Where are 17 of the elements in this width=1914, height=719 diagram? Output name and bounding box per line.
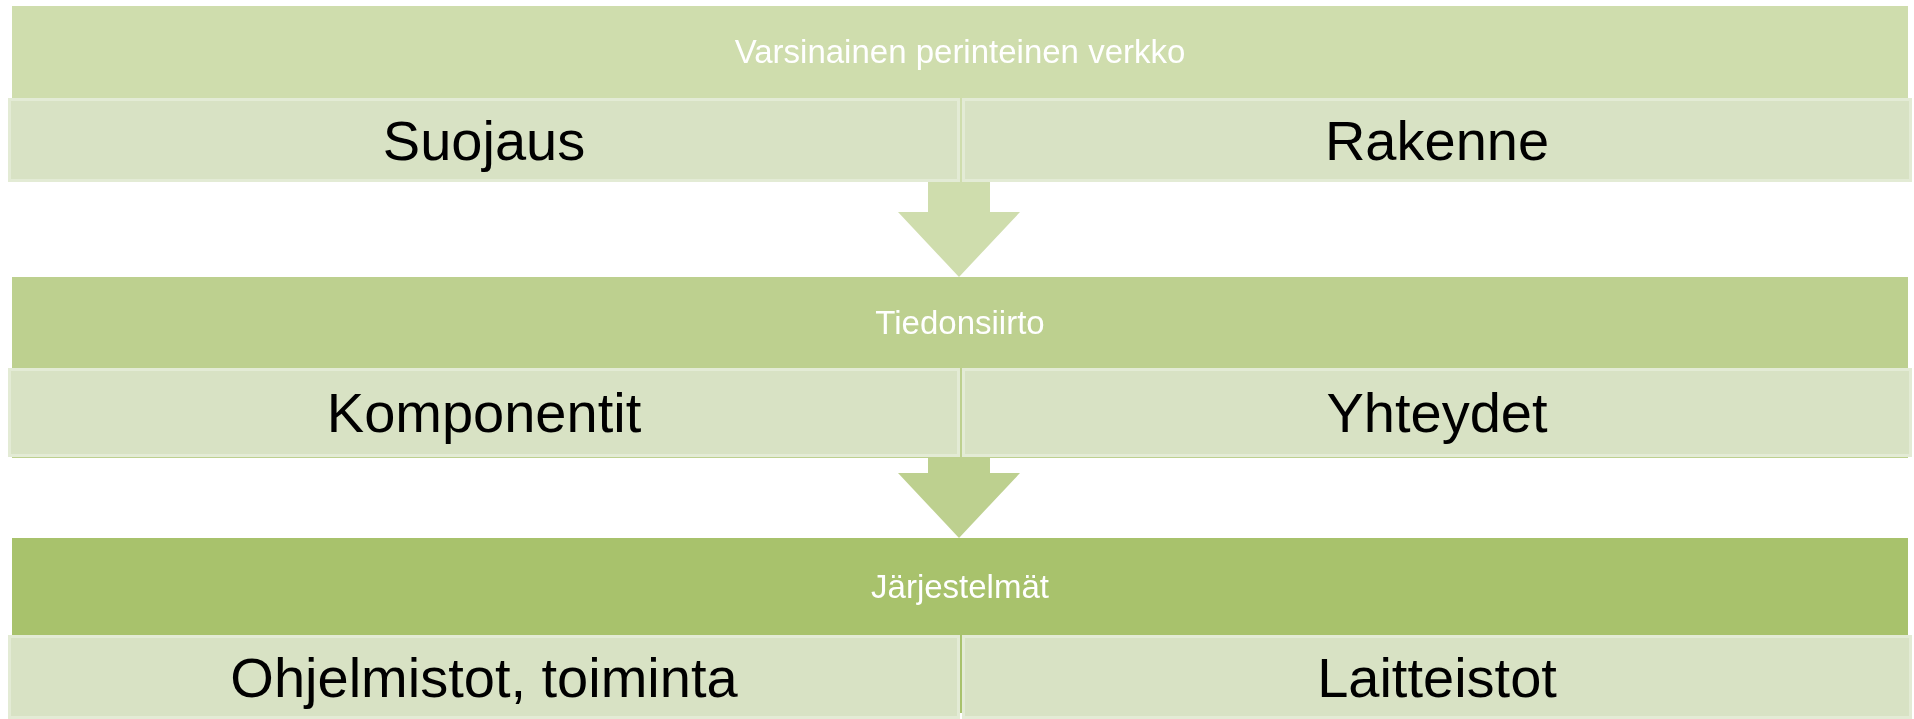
category-label: Suojaus bbox=[382, 107, 586, 173]
category-box bbox=[8, 635, 960, 719]
category-label: Laitteistot bbox=[1317, 644, 1557, 710]
category-box bbox=[962, 635, 1912, 719]
category-label: Yhteydet bbox=[1326, 380, 1548, 445]
category-box bbox=[8, 98, 960, 182]
category-box bbox=[8, 368, 960, 457]
category-label: Ohjelmistot, toiminta bbox=[230, 644, 738, 710]
band-heading: Järjestelmät bbox=[870, 566, 1050, 607]
category-box bbox=[962, 98, 1912, 182]
block-arrow bbox=[898, 182, 1020, 277]
category-label: Rakenne bbox=[1324, 107, 1550, 173]
band-heading: Tiedonsiirto bbox=[874, 302, 1046, 343]
category-label: Komponentit bbox=[326, 380, 642, 445]
category-box bbox=[962, 368, 1912, 457]
band-heading: Varsinainen perinteinen verkko bbox=[733, 32, 1187, 72]
block-arrow bbox=[898, 458, 1020, 538]
